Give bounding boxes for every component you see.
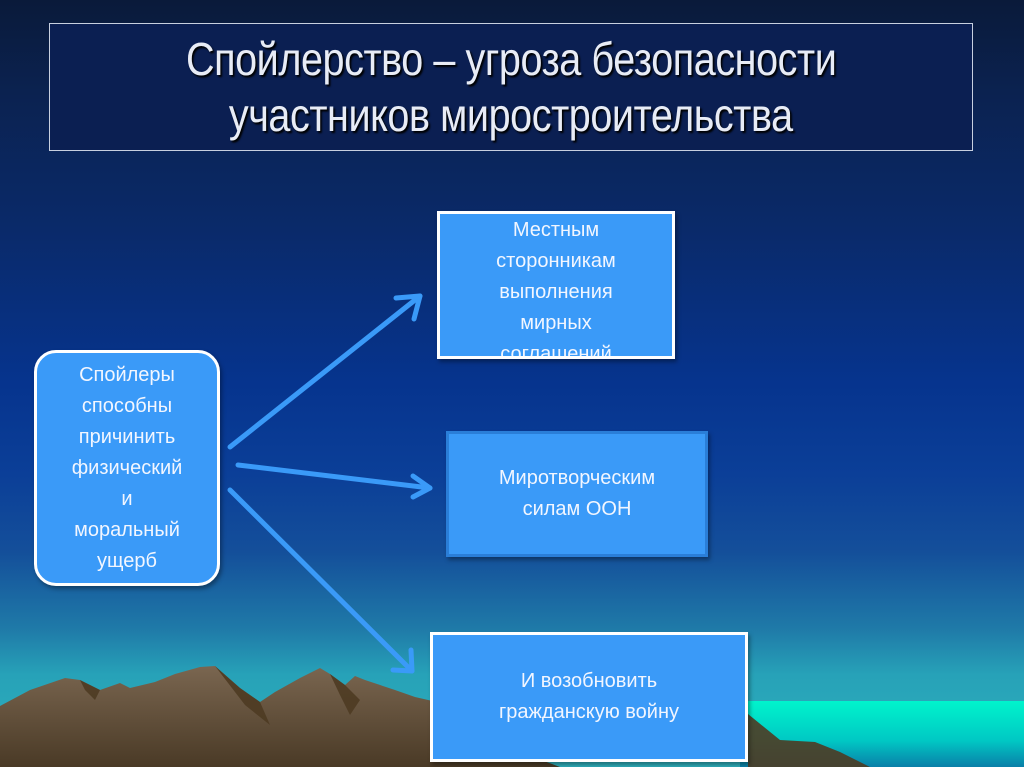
arrow-down-right-icon xyxy=(227,487,415,674)
target-line: Миротворческим xyxy=(498,467,656,489)
target-line: силам ООН xyxy=(522,498,632,520)
target-line: сторонникам xyxy=(496,250,616,272)
source-line: способны xyxy=(81,394,173,417)
title-line-1: Спойлерство – угроза безопасности xyxy=(185,33,837,85)
source-box-spoilers: Спойлеры способны причинить физический и… xyxy=(34,350,220,586)
target-box-civil-war: И возобновить гражданскую войну xyxy=(430,632,748,762)
slide-title: Спойлерство – угроза безопасности участн… xyxy=(49,23,973,151)
source-line: ущерб xyxy=(97,549,157,572)
source-line: моральный xyxy=(74,518,180,541)
target-box-local-supporters: Местным сторонникам выполнения мирных со… xyxy=(437,211,675,359)
target-line: соглашений xyxy=(500,343,612,359)
target-line: выполнения xyxy=(499,281,613,303)
target-line: мирных xyxy=(520,312,592,334)
arrow-right-icon xyxy=(235,462,433,500)
title-line-2: участников миростроительства xyxy=(229,89,793,141)
source-line: причинить xyxy=(78,425,176,448)
target-box-un-peacekeepers: Миротворческим силам ООН xyxy=(446,431,708,557)
target-line: гражданскую войну xyxy=(498,701,680,723)
target-line: И возобновить xyxy=(520,670,658,692)
source-line: и xyxy=(121,487,133,510)
target-line: Местным xyxy=(512,219,600,241)
source-line: Спойлеры xyxy=(79,363,175,386)
mountains xyxy=(0,666,560,767)
source-line: физический xyxy=(71,456,183,479)
arrow-up-right-icon xyxy=(227,293,423,450)
